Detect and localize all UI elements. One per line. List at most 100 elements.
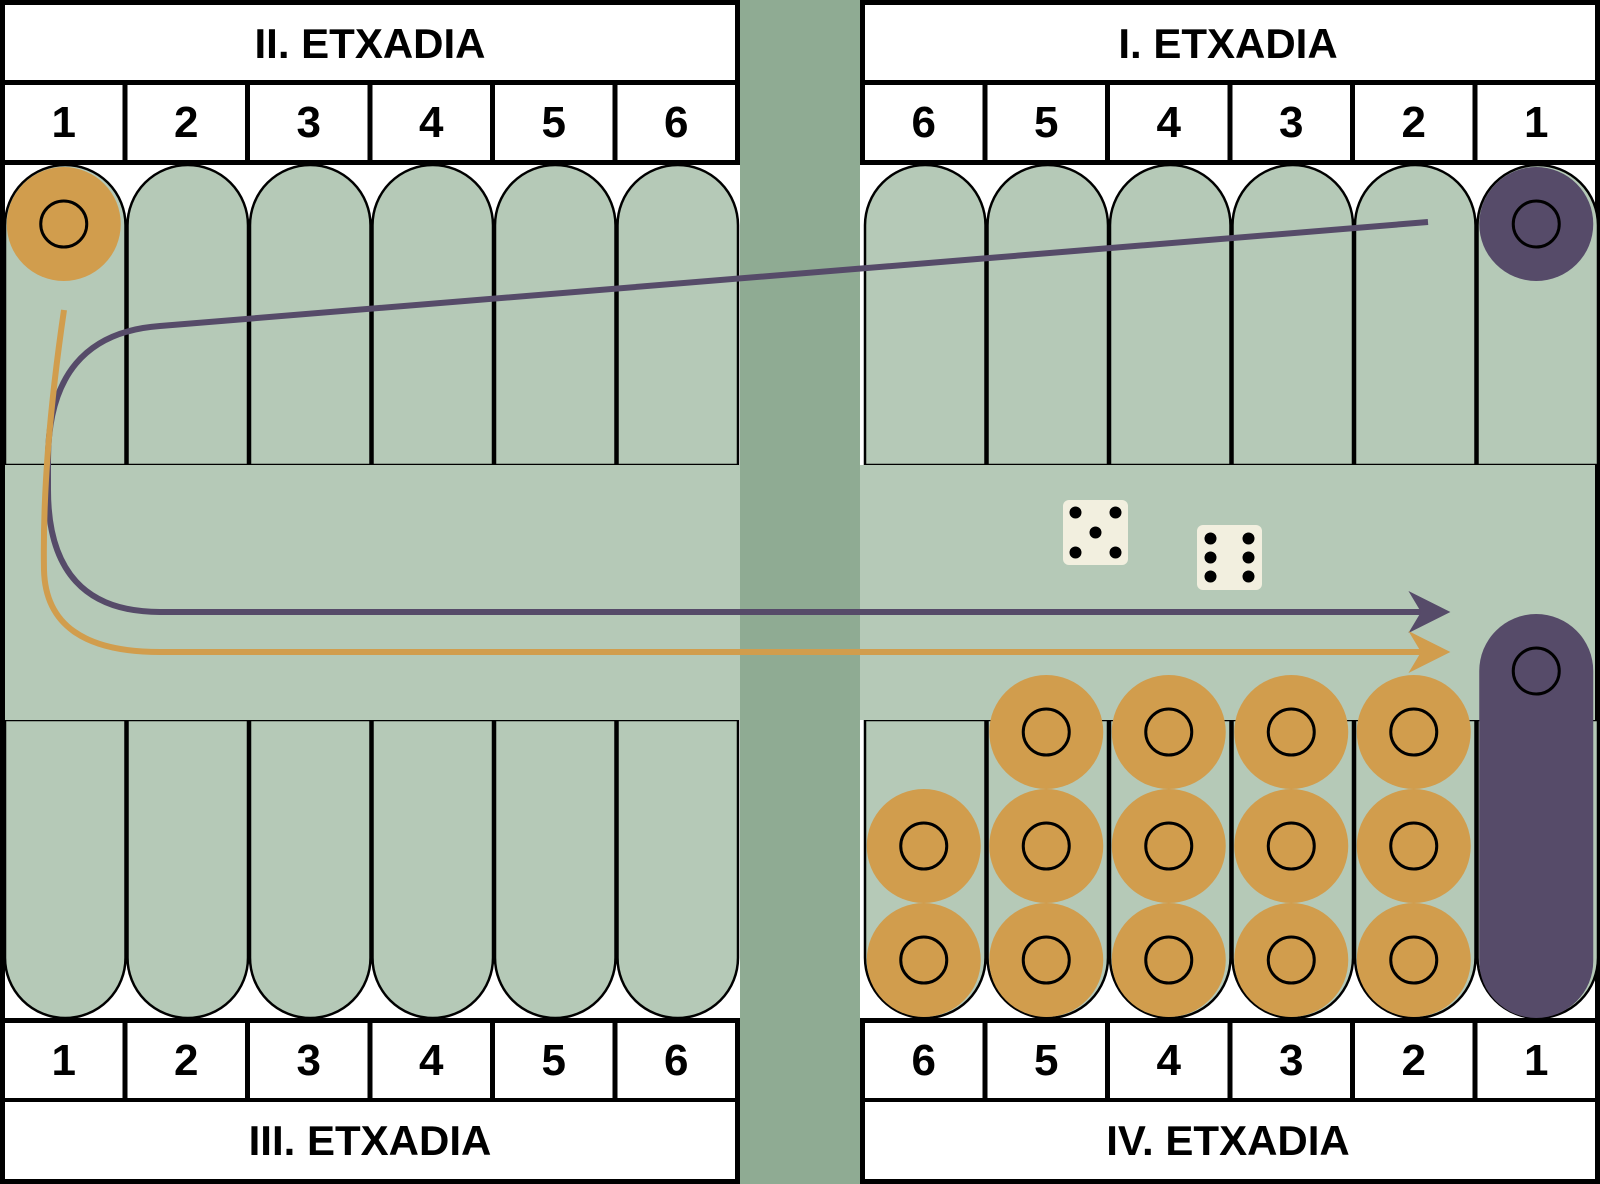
dice[interactable] bbox=[1063, 500, 1262, 590]
point-number-cell bbox=[495, 85, 613, 160]
point-number-cell bbox=[1355, 85, 1473, 160]
point-number: 2 bbox=[1402, 1036, 1426, 1085]
point-number-cell bbox=[617, 85, 735, 160]
point-number: 2 bbox=[174, 1036, 198, 1085]
point-number: 1 bbox=[52, 1036, 76, 1085]
checkers bbox=[6, 167, 1594, 1018]
board-point[interactable] bbox=[1353, 163, 1477, 467]
point-number: 1 bbox=[1524, 98, 1548, 147]
point-number: 5 bbox=[542, 1036, 566, 1085]
board-point[interactable] bbox=[126, 163, 250, 467]
point-number-cell bbox=[865, 1023, 983, 1098]
point-number: 5 bbox=[542, 98, 566, 147]
quadrant-title-i: I. ETXADIA bbox=[1118, 20, 1337, 67]
orange-checker[interactable] bbox=[989, 789, 1104, 903]
orange-checker[interactable] bbox=[989, 903, 1104, 1017]
die-pip bbox=[1089, 526, 1102, 539]
die-pip bbox=[1242, 532, 1255, 545]
point-number-cell bbox=[1355, 1023, 1473, 1098]
point-number-cell bbox=[617, 1023, 735, 1098]
orange-checker[interactable] bbox=[866, 789, 981, 903]
point-number: 1 bbox=[1524, 1036, 1548, 1085]
center-bar bbox=[740, 0, 860, 1184]
die-pip bbox=[1109, 546, 1122, 559]
quadrant-title-iv: IV. ETXADIA bbox=[1106, 1117, 1350, 1164]
board-point[interactable] bbox=[863, 163, 987, 467]
die-pip bbox=[1069, 506, 1082, 519]
board-point[interactable] bbox=[3, 718, 127, 1020]
die-pip bbox=[1242, 551, 1255, 564]
quadrant-title-iii: III. ETXADIA bbox=[249, 1117, 492, 1164]
orange-checker[interactable] bbox=[989, 675, 1104, 789]
orange-checker[interactable] bbox=[1111, 789, 1226, 903]
point-number-cell bbox=[1110, 1023, 1228, 1098]
orange-checker[interactable] bbox=[1111, 903, 1226, 1017]
board-point[interactable] bbox=[986, 163, 1110, 467]
board-point[interactable] bbox=[493, 163, 617, 467]
orange-checker[interactable] bbox=[866, 903, 981, 1017]
die-pip bbox=[1242, 570, 1255, 583]
purple-checker-stack[interactable] bbox=[1479, 614, 1594, 1018]
board-point[interactable] bbox=[616, 718, 740, 1020]
point-number: 3 bbox=[297, 98, 321, 147]
point-number: 5 bbox=[1034, 1036, 1058, 1085]
point-number-cell bbox=[127, 1023, 245, 1098]
orange-checker[interactable] bbox=[1356, 675, 1471, 789]
point-number-cell bbox=[5, 85, 123, 160]
orange-checker[interactable] bbox=[1234, 675, 1349, 789]
die-2[interactable] bbox=[1197, 525, 1262, 590]
title-bar-top-left bbox=[5, 5, 735, 80]
die-pip bbox=[1204, 570, 1217, 583]
board-point[interactable] bbox=[616, 163, 740, 467]
point-number-cell bbox=[1110, 85, 1228, 160]
point-number: 1 bbox=[52, 98, 76, 147]
die-1[interactable] bbox=[1063, 500, 1128, 565]
quadrant-title-ii: II. ETXADIA bbox=[254, 20, 485, 67]
point-number: 3 bbox=[1279, 98, 1303, 147]
point-number-cell bbox=[127, 85, 245, 160]
point-number: 6 bbox=[664, 98, 688, 147]
point-number: 6 bbox=[664, 1036, 688, 1085]
board-point[interactable] bbox=[1231, 163, 1355, 467]
orange-checker[interactable] bbox=[1111, 675, 1226, 789]
point-number: 4 bbox=[419, 98, 444, 147]
board-point[interactable] bbox=[371, 163, 495, 467]
point-number-cell bbox=[1477, 85, 1595, 160]
board-point[interactable] bbox=[493, 718, 617, 1020]
die-pip bbox=[1204, 551, 1217, 564]
point-number-cell bbox=[250, 85, 368, 160]
point-number-cell bbox=[5, 1023, 123, 1098]
die-pip bbox=[1204, 532, 1217, 545]
die-pip bbox=[1069, 546, 1082, 559]
point-number-cell bbox=[250, 1023, 368, 1098]
point-number: 4 bbox=[1157, 98, 1182, 147]
orange-checker[interactable] bbox=[1234, 903, 1349, 1017]
orange-checker[interactable] bbox=[1234, 789, 1349, 903]
point-number-cell bbox=[372, 1023, 490, 1098]
point-number-cell bbox=[865, 85, 983, 160]
point-number-cell bbox=[1232, 85, 1350, 160]
orange-checker[interactable] bbox=[6, 167, 121, 281]
purple-checker[interactable] bbox=[1479, 167, 1594, 281]
point-number: 3 bbox=[297, 1036, 321, 1085]
point-number: 3 bbox=[1279, 1036, 1303, 1085]
point-number-cell bbox=[495, 1023, 613, 1098]
orange-checker[interactable] bbox=[1356, 789, 1471, 903]
orange-checker[interactable] bbox=[1356, 903, 1471, 1017]
point-number: 2 bbox=[174, 98, 198, 147]
point-number: 2 bbox=[1402, 98, 1426, 147]
point-number-cell bbox=[1477, 1023, 1595, 1098]
point-number: 5 bbox=[1034, 98, 1058, 147]
board-point[interactable] bbox=[371, 718, 495, 1020]
title-bar-top-right bbox=[865, 5, 1595, 80]
point-number: 4 bbox=[1157, 1036, 1182, 1085]
board-point[interactable] bbox=[1108, 163, 1232, 467]
point-number-cell bbox=[372, 85, 490, 160]
point-number-cell bbox=[987, 85, 1105, 160]
board-point[interactable] bbox=[126, 718, 250, 1020]
title-bar-bottom-right bbox=[865, 1102, 1595, 1179]
point-number-cell bbox=[987, 1023, 1105, 1098]
board-point[interactable] bbox=[248, 718, 372, 1020]
